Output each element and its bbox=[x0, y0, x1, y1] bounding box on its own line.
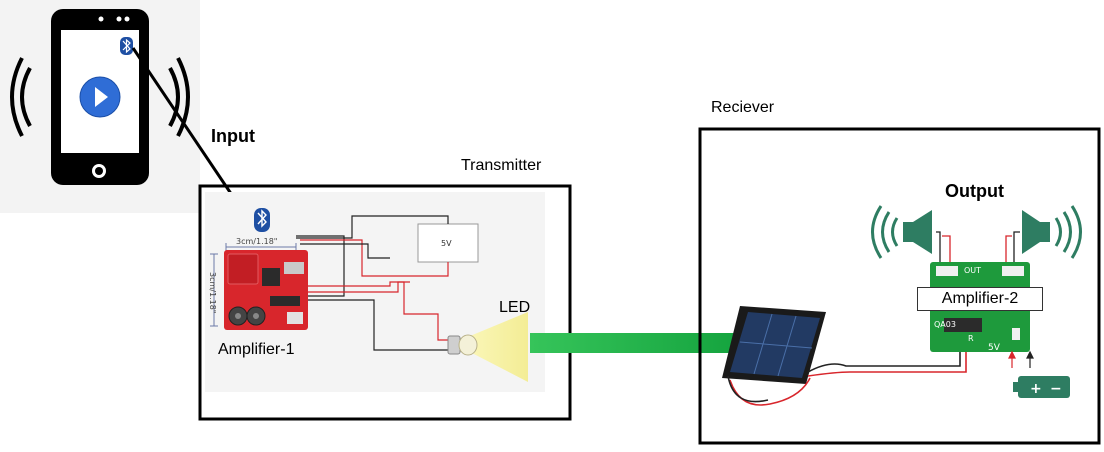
amplifier-1-board bbox=[224, 250, 308, 330]
receiver-box bbox=[698, 127, 1101, 445]
bluetooth-icon bbox=[254, 208, 270, 232]
input-label: Input bbox=[211, 126, 255, 146]
dimension-width-label: 3cm/1.18" bbox=[236, 237, 277, 246]
power-arrows bbox=[1008, 350, 1016, 368]
amplifier-2-label: Amplifier-2 bbox=[917, 287, 1043, 311]
speaker-wires bbox=[936, 231, 1020, 262]
speaker-icon bbox=[1022, 205, 1082, 259]
output-label: Output bbox=[945, 181, 1004, 201]
dimension-height-label: 3cm/1.18" bbox=[208, 272, 217, 313]
amplifier-1-label: Amplifier-1 bbox=[218, 341, 295, 358]
bluetooth-icon bbox=[120, 37, 133, 55]
battery-icon bbox=[1013, 376, 1070, 398]
led-label: LED bbox=[499, 299, 531, 316]
speaker-icon bbox=[871, 205, 932, 259]
transmitter-wiring bbox=[296, 215, 452, 351]
amp2-out-mark: OUT bbox=[964, 266, 981, 275]
transmitter-box bbox=[198, 184, 572, 421]
transmitter-label: Transmitter bbox=[461, 157, 542, 174]
signal-wave-icon bbox=[10, 57, 190, 137]
battery-minus: − bbox=[1050, 381, 1062, 397]
solar-wires bbox=[727, 352, 967, 406]
amp2-chip-mark: QA03 bbox=[934, 320, 956, 329]
solar-panel-icon bbox=[722, 306, 826, 384]
amp2-5v-mark: 5V bbox=[988, 343, 1001, 353]
power-supply-label: 5V bbox=[441, 239, 452, 248]
play-icon bbox=[79, 76, 121, 118]
board-dimension-lines bbox=[210, 243, 297, 327]
battery-plus: + bbox=[1030, 381, 1042, 397]
led-glow bbox=[470, 312, 528, 382]
led-bulb-icon bbox=[447, 334, 478, 356]
amp2-r-mark: R bbox=[968, 334, 974, 343]
receiver-label: Reciever bbox=[711, 99, 775, 116]
ground-arrows bbox=[1026, 350, 1034, 368]
